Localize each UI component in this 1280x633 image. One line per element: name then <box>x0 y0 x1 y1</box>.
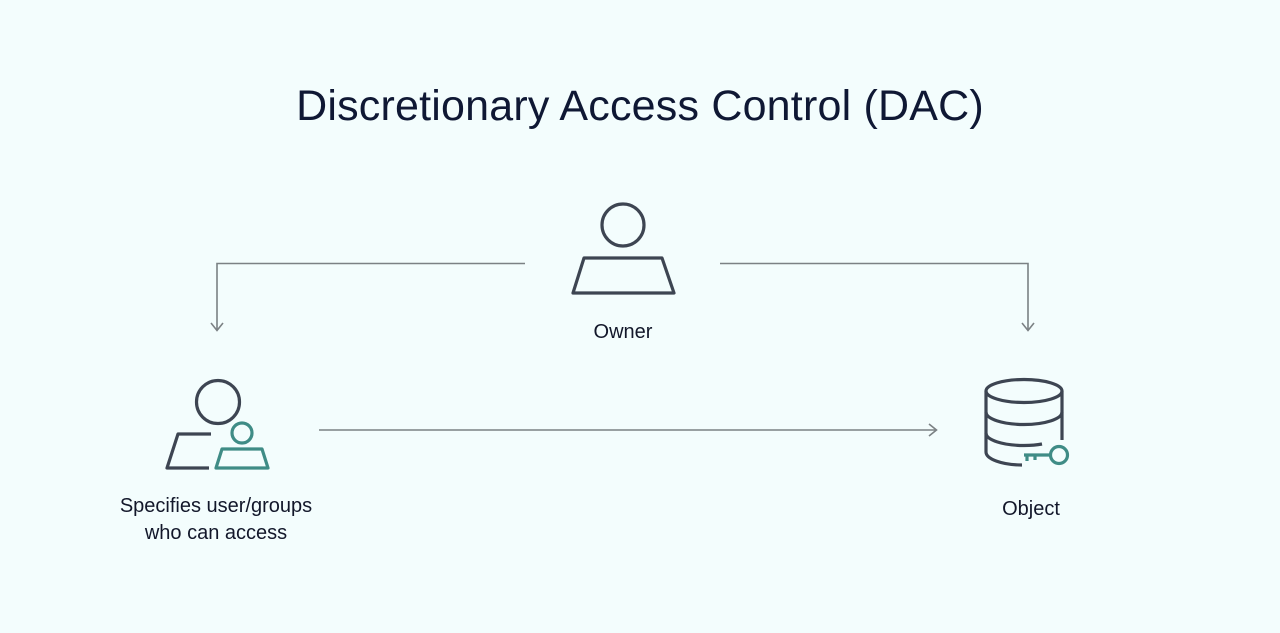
connector-owner-to-object <box>720 262 1035 332</box>
users-label: Specifies user/groups who can access <box>66 493 366 547</box>
connector-users-to-object <box>319 423 938 437</box>
users-label-line-2: who can access <box>144 522 288 544</box>
users-label-line-1: Specifies user/groups <box>119 495 313 517</box>
user-group-icon <box>165 378 270 470</box>
object-label: Object <box>1002 498 1060 520</box>
connector-owner-to-users <box>210 262 525 332</box>
database-key-icon <box>984 377 1070 467</box>
owner-label: Owner <box>593 321 653 343</box>
diagram-title: Discretionary Access Control (DAC) <box>296 82 984 130</box>
user-icon <box>571 202 676 295</box>
